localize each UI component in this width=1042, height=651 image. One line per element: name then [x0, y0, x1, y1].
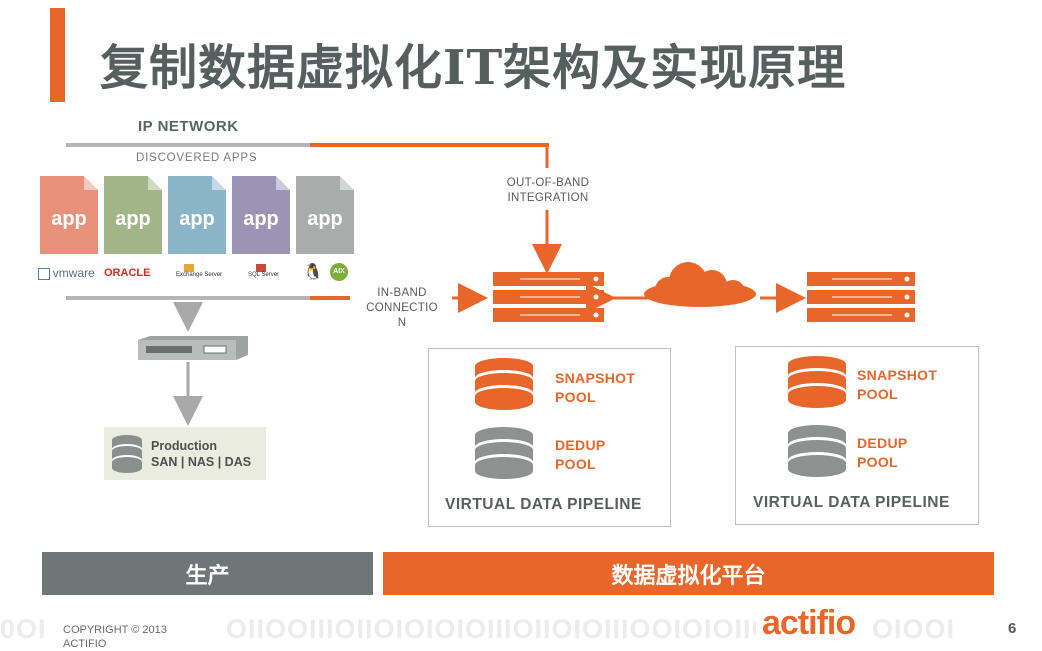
copyright-line1: COPYRIGHT © 2013 — [63, 624, 167, 636]
vmware-icon — [38, 268, 50, 281]
page-title: 复制数据虚拟化IT架构及实现原理 — [100, 40, 847, 96]
exchange-icon — [184, 264, 194, 272]
snapshot-pool-label-right: SNAPSHOT POOL — [857, 366, 937, 404]
exchange-text: Exchange Server — [176, 272, 223, 278]
binary-pattern-left: 0OI — [0, 614, 47, 644]
production-line1: Production — [151, 439, 217, 453]
app-tile-label: app — [51, 208, 87, 230]
dedup-right-l2: POOL — [857, 454, 898, 470]
vdp-box-right — [735, 346, 979, 525]
oob-line1: OUT-OF-BAND — [506, 177, 590, 189]
inband-line1: IN-BAND — [377, 287, 427, 299]
app-tile-label: app — [115, 208, 151, 230]
binary-pattern-mid: OIIOOIIIOIIOIOIOIOIIIOIIOIOIIIOOIOIOIIOO — [226, 614, 756, 644]
production-line2: SAN | NAS | DAS — [151, 455, 252, 469]
dedup-pool-icon-right — [788, 425, 846, 477]
dedup-pool-icon-left — [475, 427, 533, 479]
snapshot-left-l1: SNAPSHOT — [555, 370, 636, 386]
snapshot-pool-icon-right — [788, 356, 846, 408]
sql-logo: SQL Server — [248, 264, 288, 279]
oracle-logo: ORACLE — [104, 267, 151, 279]
snapshot-right-l2: POOL — [857, 386, 898, 402]
platform-band: 数据虚拟化平台 — [383, 552, 994, 595]
discovered-apps-label: DISCOVERED APPS — [136, 152, 258, 164]
production-band: 生产 — [42, 552, 373, 595]
dedup-pool-label-right: DEDUP POOL — [857, 434, 908, 472]
title-accent-bar — [50, 8, 65, 102]
inband-line3: N — [397, 317, 407, 329]
app-tile-icon — [40, 176, 98, 254]
sql-icon — [256, 264, 266, 272]
sql-text: SQL Server — [248, 272, 280, 278]
snapshot-pool-icon-left — [475, 358, 533, 410]
in-band-label: IN-BAND CONNECTIO N — [360, 286, 444, 331]
copyright-line2: ACTIFIO — [63, 638, 107, 650]
snapshot-left-l2: POOL — [555, 389, 596, 405]
binary-pattern-right: OIOOI — [872, 614, 956, 644]
vdp-server-right-icon — [807, 272, 915, 322]
app-tile-icon — [168, 176, 226, 254]
vdp-label-left: VIRTUAL DATA PIPELINE — [445, 496, 642, 513]
app-tile-icon — [296, 176, 354, 254]
snapshot-right-l1: SNAPSHOT — [857, 367, 938, 383]
dedup-pool-label-left: DEDUP POOL — [555, 436, 606, 474]
vdp-box-left — [428, 348, 671, 527]
app-tile-label: app — [243, 208, 279, 230]
cloud-icon — [644, 262, 756, 307]
out-of-band-label: OUT-OF-BAND INTEGRATION — [498, 176, 598, 206]
aix-logo: AIX — [330, 263, 348, 281]
oob-line2: INTEGRATION — [507, 192, 589, 204]
network-switch-icon — [138, 336, 248, 360]
vdp-server-left-icon — [493, 272, 604, 322]
vmware-text: vmware — [52, 266, 95, 280]
linux-tux-icon: 🐧 — [303, 264, 323, 281]
dedup-right-l1: DEDUP — [857, 435, 908, 451]
actifio-logo: actifio — [762, 604, 856, 642]
dedup-left-l2: POOL — [555, 456, 596, 472]
production-database-icon — [112, 435, 142, 473]
copyright: COPYRIGHT © 2013 ACTIFIO — [63, 623, 167, 651]
vdp-label-right: VIRTUAL DATA PIPELINE — [753, 494, 950, 511]
ip-network-label: IP NETWORK — [138, 118, 239, 135]
snapshot-pool-label-left: SNAPSHOT POOL — [555, 369, 635, 407]
app-tile-label: app — [179, 208, 215, 230]
exchange-logo: Exchange Server — [176, 264, 226, 279]
production-label: Production SAN | NAS | DAS — [151, 438, 251, 470]
app-tile-icon — [232, 176, 290, 254]
vmware-logo: vmware — [38, 266, 95, 281]
inband-line2: CONNECTIO — [366, 302, 438, 314]
dedup-left-l1: DEDUP — [555, 437, 606, 453]
page-number: 6 — [1008, 620, 1017, 637]
app-tile-label: app — [307, 208, 343, 230]
app-tile-icon — [104, 176, 162, 254]
